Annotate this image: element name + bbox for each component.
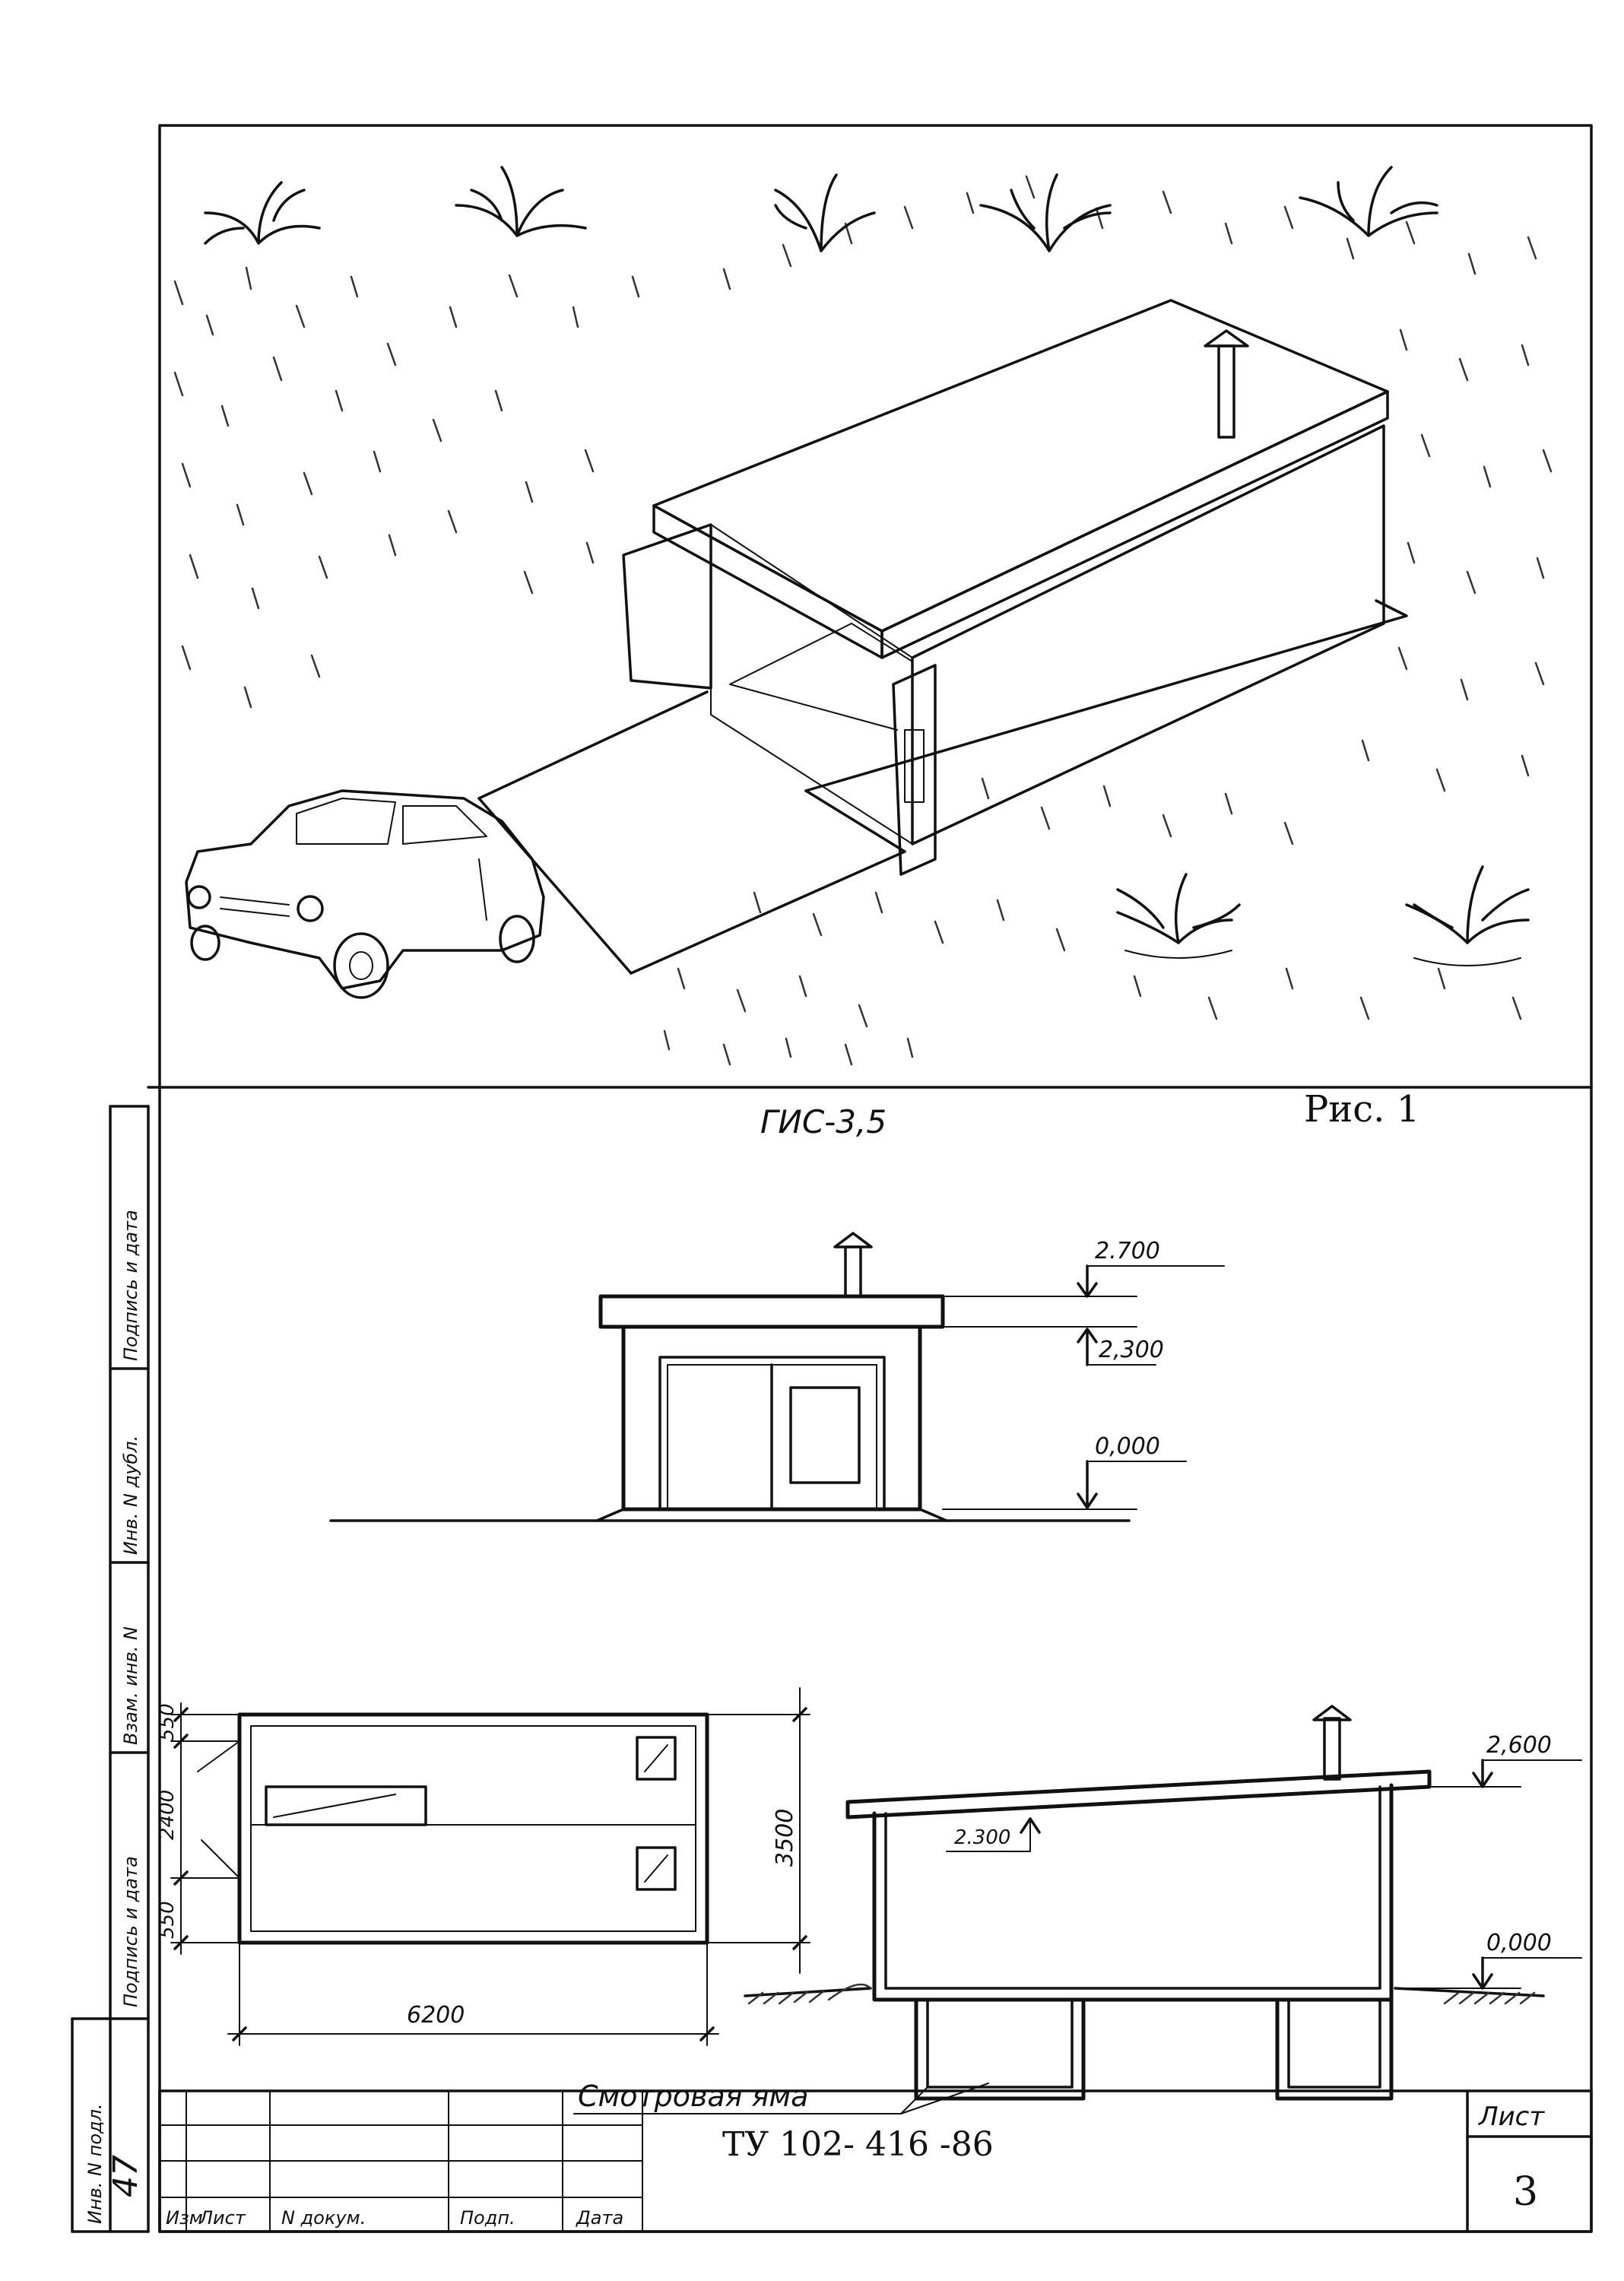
side-margin-strip xyxy=(71,1105,150,2233)
inspection-pit-left xyxy=(914,1997,1086,2101)
margin-handwritten-number: 47 xyxy=(106,2155,145,2197)
shrub-top-1 xyxy=(204,181,321,245)
plan-dim-bottom: 550 xyxy=(156,1901,179,1939)
figure-label: Рис. 1 xyxy=(1304,1088,1419,1131)
car-illustration xyxy=(185,789,545,999)
shrub-bottom-1 xyxy=(1116,873,1241,959)
front-roof-slab xyxy=(598,1294,945,1329)
margin-label-signature-date-1: Подпись и дата xyxy=(120,1856,141,2007)
margin-label-inv-duplicate: Инв. N дубл. xyxy=(120,1436,141,1555)
model-label: ГИС-3,5 xyxy=(760,1103,887,1140)
document-code: ТУ 102- 416 -86 xyxy=(722,2125,994,2164)
grass-strokes xyxy=(173,175,1553,1066)
shrub-top-5 xyxy=(1299,166,1438,237)
inspection-pit-right xyxy=(1275,1997,1394,2101)
left-gate-door xyxy=(622,523,712,690)
sheet-frame xyxy=(147,124,1593,2233)
shrub-top-3 xyxy=(774,173,876,252)
shrub-top-2 xyxy=(455,166,587,237)
wicket-door xyxy=(789,1386,861,1484)
revision-header-sheet: Лист xyxy=(198,2207,246,2229)
plan-vent-1 xyxy=(636,1736,677,1781)
chimney xyxy=(1217,344,1235,439)
margin-label-signature-date-2: Подпись и дата xyxy=(120,1210,141,1361)
side-level-roof: 2,600 xyxy=(1486,1732,1552,1759)
car-front-wheel xyxy=(333,932,389,999)
margin-label-replacement-inv: Взам. инв. N xyxy=(120,1626,141,1745)
garage-body xyxy=(622,299,1389,876)
plan-dim-top: 550 xyxy=(156,1703,179,1741)
plan-dim-middle: 2400 xyxy=(156,1790,179,1840)
plan-dim-width: 3500 xyxy=(772,1809,798,1867)
right-gate-door xyxy=(892,664,937,876)
sheet-label: Лист xyxy=(1477,2102,1545,2132)
side-level-ground: 0,000 xyxy=(1486,1930,1552,1956)
shrub-top-4 xyxy=(979,173,1112,252)
front-level-roof-top: 2.700 xyxy=(1095,1238,1160,1264)
side-roof-slab xyxy=(845,1769,1432,1819)
car-rear-wheel xyxy=(499,915,535,963)
front-level-roof-bottom: 2,300 xyxy=(1099,1337,1164,1363)
side-section-view xyxy=(573,1705,1582,2114)
plan-inspection-pit xyxy=(265,1785,427,1826)
garage-ground-slab xyxy=(804,599,1408,853)
margin-label-inv-original: Инв. N подл. xyxy=(84,2103,106,2224)
sheet-number: 3 xyxy=(1513,2169,1538,2215)
driveway xyxy=(477,690,906,975)
revision-header-date: Дата xyxy=(576,2207,623,2229)
front-elevation-view xyxy=(329,1232,1225,1522)
perspective-illustration xyxy=(173,166,1553,1066)
plan-outline xyxy=(237,1712,709,1945)
title-block xyxy=(158,2089,1593,2233)
shrub-bottom-2 xyxy=(1405,865,1530,966)
side-level-inner: 2.300 xyxy=(954,1826,1010,1849)
plan-view xyxy=(170,1687,810,2046)
revision-header-change: Изм xyxy=(166,2207,203,2229)
front-level-ground: 0,000 xyxy=(1095,1433,1160,1460)
plan-dim-length: 6200 xyxy=(407,2002,465,2029)
revision-header-document: N докум. xyxy=(281,2207,366,2229)
inspection-pit-label: Смотровая яма xyxy=(578,2080,808,2113)
plan-vent-2 xyxy=(636,1846,677,1891)
revision-header-signature: Подп. xyxy=(460,2207,515,2229)
